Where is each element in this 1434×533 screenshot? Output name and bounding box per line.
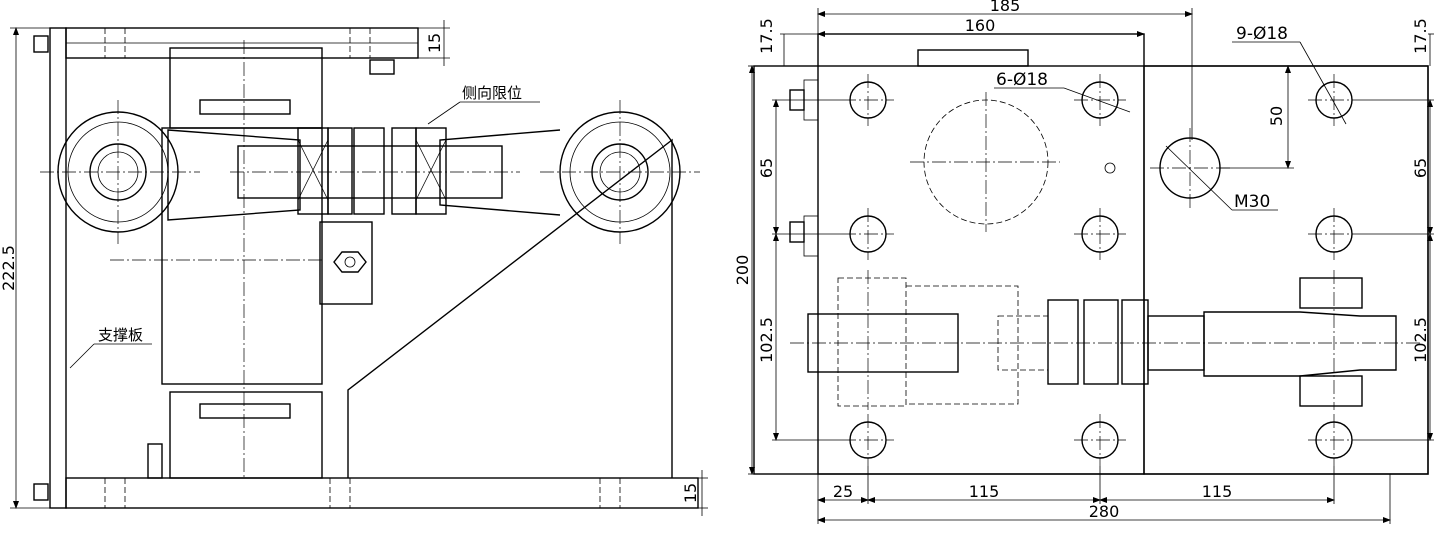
frame-gusset <box>347 138 673 478</box>
dim-115-b: 115 <box>1202 482 1233 501</box>
dim-left-65: 65 <box>757 158 776 178</box>
dim-total-height: 222.5 <box>0 245 18 291</box>
dim-right-17-5: 17.5 <box>1411 18 1430 54</box>
left-side-view: 222.5 15 15 侧向限位 支撑板 <box>0 20 708 516</box>
label-side-limit: 侧向限位 <box>462 84 522 102</box>
upper-block <box>169 47 323 129</box>
dim-160: 160 <box>965 16 996 35</box>
lower-block <box>169 391 323 479</box>
dim-right-65: 65 <box>1411 158 1430 178</box>
base-plate-outline <box>753 65 1429 475</box>
dim-50: 50 <box>1267 106 1286 126</box>
dim-280: 280 <box>1089 502 1120 521</box>
dim-left-17-5: 17.5 <box>757 18 776 54</box>
callout-m30: M30 <box>1234 192 1270 212</box>
dim-25: 25 <box>833 482 853 501</box>
callout-9-holes: 9-Ø18 <box>1236 24 1288 44</box>
dim-left-200: 200 <box>733 255 752 286</box>
dim-bottom-plate: 15 <box>681 483 700 503</box>
dim-115-a: 115 <box>969 482 1000 501</box>
mounting-holes <box>849 81 1353 459</box>
callout-6-holes: 6-Ø18 <box>996 70 1048 90</box>
right-rod-eye <box>540 100 700 244</box>
nut-2 <box>415 127 447 215</box>
dim-185: 185 <box>990 0 1021 15</box>
dim-top-plate: 15 <box>425 33 444 53</box>
dim-right-102-5: 102.5 <box>1411 317 1430 363</box>
right-top-view: 185 160 17.5 65 102.5 200 17.5 65 102.5 <box>733 0 1434 524</box>
load-cell-body <box>161 127 323 385</box>
left-rod-eye <box>40 100 200 244</box>
dim-left-102-5: 102.5 <box>757 317 776 363</box>
support-plate <box>49 27 67 509</box>
rod-assembly-top-view <box>790 270 1420 410</box>
label-support-plate: 支撑板 <box>98 326 143 344</box>
nut-1 <box>297 127 329 215</box>
bottom-plate <box>65 477 699 509</box>
